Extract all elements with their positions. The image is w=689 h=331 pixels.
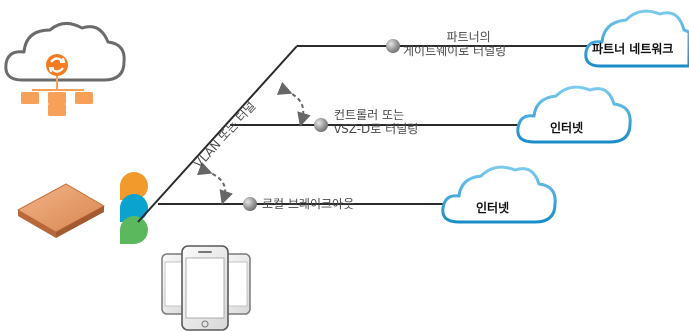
management-cloud-icon: [4, 22, 126, 116]
controller-path-label-line2: vSZ-D로 터널링: [334, 122, 419, 136]
switch-arrow-lower: [196, 161, 233, 205]
local-path-label: 로컬 브레이크아웃: [262, 197, 355, 211]
partner-path-label-line2: 게이트웨이로 터널링: [403, 44, 507, 58]
access-point-icon: [16, 183, 106, 238]
chat-bubbles-icon: [120, 172, 148, 244]
controller-cloud-icon: [516, 85, 632, 144]
partner-cloud-icon: [584, 9, 689, 68]
controller-node: [314, 118, 328, 132]
partner-node: [386, 39, 400, 53]
controller-path-label: 컨트롤러 또는 vSZ-D로 터널링: [334, 108, 418, 136]
partner-path-label: 파트너의 게이트웨이로 터널링: [403, 30, 506, 58]
internet-label-local: 인터넷: [476, 201, 510, 215]
partner-path-label-line1: 파트너의: [446, 30, 491, 44]
internet-label-controller: 인터넷: [550, 121, 584, 135]
smartphones-icon: [161, 245, 251, 331]
switch-arrow-upper: [276, 81, 311, 127]
local-node: [243, 197, 257, 211]
local-cloud-icon: [441, 165, 557, 224]
controller-path-label-line1: 컨트롤러 또는: [334, 108, 405, 122]
partner-network-label: 파트너 네트워크: [592, 42, 674, 56]
tunnel-trunk-line: [137, 45, 298, 223]
